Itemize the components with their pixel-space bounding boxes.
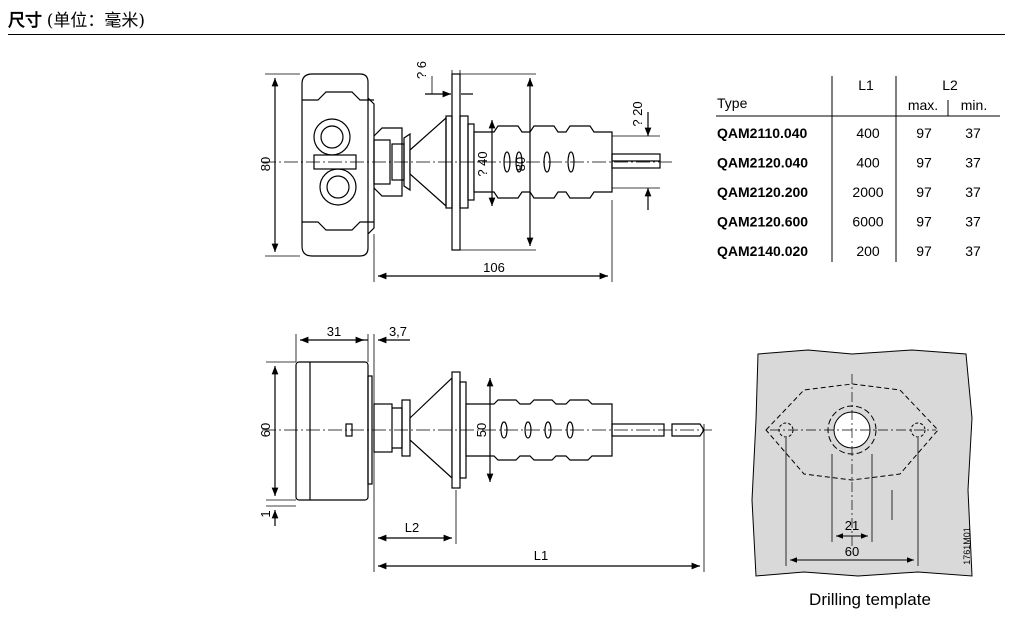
table-header-type: Type bbox=[717, 95, 748, 111]
table-cell-l1: 400 bbox=[856, 155, 880, 171]
table-cell-l2-max: 97 bbox=[916, 243, 932, 259]
table-cell-l1: 400 bbox=[856, 125, 880, 141]
table-cell-l2-min: 37 bbox=[965, 184, 981, 200]
table-header-l1: L1 bbox=[858, 77, 874, 93]
dim-side-height: 60 bbox=[258, 423, 273, 437]
heading-rule bbox=[8, 34, 1005, 35]
dim-side-bottom: 1 bbox=[258, 510, 273, 517]
template-dim-small: 21 bbox=[845, 518, 859, 533]
table-cell-l1: 200 bbox=[856, 243, 880, 259]
heading-bold: 尺寸 bbox=[8, 11, 42, 31]
table-row: QAM2120.040 400 97 37 bbox=[717, 155, 981, 171]
dim-l1: L1 bbox=[534, 548, 548, 563]
table-cell-l2-min: 37 bbox=[965, 125, 981, 141]
template-caption: Drilling template bbox=[809, 590, 931, 609]
table-cell-l2-min: 37 bbox=[965, 155, 981, 171]
table-row: QAM2140.020 200 97 37 bbox=[717, 243, 981, 259]
table-cell-type: QAM2120.040 bbox=[717, 155, 808, 171]
dim-top-length: 106 bbox=[483, 260, 505, 275]
template-dim-large: 60 bbox=[845, 544, 859, 559]
table-row: QAM2120.600 6000 97 37 bbox=[717, 214, 981, 230]
dim-top-tube-diameter: ? 40 bbox=[475, 151, 490, 176]
table-cell-l2-max: 97 bbox=[916, 184, 932, 200]
dim-top-flange: 80 bbox=[513, 157, 528, 171]
table-cell-l2-max: 97 bbox=[916, 155, 932, 171]
table-cell-l2-min: 37 bbox=[965, 243, 981, 259]
top-view-drawing bbox=[262, 70, 672, 282]
drilling-template-drawing bbox=[751, 349, 973, 577]
table-cell-l1: 6000 bbox=[852, 214, 883, 230]
table-header-l2: L2 bbox=[942, 77, 958, 93]
table-cell-type: QAM2140.020 bbox=[717, 243, 808, 259]
dim-top-flange-thickness: ? 6 bbox=[414, 61, 429, 79]
table-cell-type: QAM2120.600 bbox=[717, 214, 808, 230]
table-cell-l2-min: 37 bbox=[965, 214, 981, 230]
dim-l2: L2 bbox=[405, 520, 419, 535]
table-row: QAM2110.040 400 97 37 bbox=[717, 125, 981, 141]
table-cell-type: QAM2120.200 bbox=[717, 184, 808, 200]
table-cell-l2-max: 97 bbox=[916, 125, 932, 141]
dim-top-height: 80 bbox=[258, 157, 273, 171]
dim-top-probe-diameter: ? 20 bbox=[630, 101, 645, 126]
dim-side-depth: 31 bbox=[327, 324, 341, 339]
dim-side-tube: 50 bbox=[474, 423, 489, 437]
side-view-drawing bbox=[262, 334, 712, 572]
dim-side-gap: 3,7 bbox=[389, 324, 407, 339]
table-header-min: min. bbox=[961, 97, 987, 113]
drawing-code: 1761M01 bbox=[962, 527, 972, 565]
table-header-max: max. bbox=[908, 97, 938, 113]
table-cell-l1: 2000 bbox=[852, 184, 883, 200]
section-heading: 尺寸 (单位：毫米) bbox=[8, 6, 145, 31]
heading-unit: (单位：毫米) bbox=[46, 11, 145, 31]
table-cell-l2-max: 97 bbox=[916, 214, 932, 230]
table-row: QAM2120.200 2000 97 37 bbox=[717, 184, 981, 200]
table-cell-type: QAM2110.040 bbox=[717, 125, 807, 141]
